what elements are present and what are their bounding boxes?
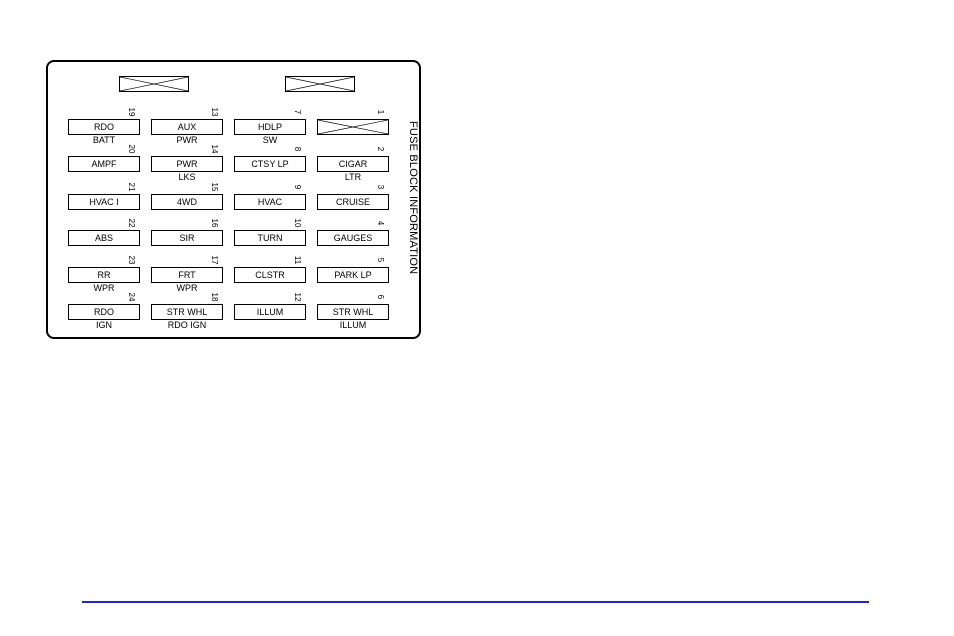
- fuse-label-8: CTSY LP: [251, 159, 289, 169]
- fuse-label-22: ABS: [94, 233, 113, 243]
- fuse-label-5: PARK LP: [334, 270, 372, 280]
- spare-fuse-top-left: [119, 76, 189, 92]
- fuse-box-6: [317, 304, 389, 320]
- fuse-label-7: HDLP: [257, 122, 282, 132]
- fuse-number-7: 7: [293, 109, 302, 115]
- fuse-number-4: 4: [376, 220, 385, 226]
- fuse-sublabel-14: LKS: [178, 172, 196, 182]
- fuse-number-14: 14: [210, 144, 219, 154]
- fuse-label-3: CRUISE: [335, 197, 370, 207]
- fuse-box-14: [151, 156, 223, 172]
- fuse-box-24: [68, 304, 140, 320]
- fuse-box-3: [317, 194, 389, 210]
- fuse-number-16: 16: [210, 218, 219, 228]
- fuse-number-15: 15: [210, 182, 219, 192]
- fuse-number-24: 24: [127, 292, 136, 302]
- fuse-box-19: [68, 119, 140, 135]
- fuse-label-2: CIGAR: [338, 159, 368, 169]
- crossed-box-icon: [318, 120, 388, 134]
- fuse-box-23: [68, 267, 140, 283]
- fuse-box-20: [68, 156, 140, 172]
- fuse-box-10: [234, 230, 306, 246]
- fuse-number-23: 23: [127, 255, 136, 265]
- fuse-number-6: 6: [376, 294, 385, 300]
- fuse-label-6: STR WHL: [332, 307, 374, 317]
- fuse-label-10: TURN: [257, 233, 283, 243]
- fuse-number-13: 13: [210, 107, 219, 117]
- fuse-number-3: 3: [376, 184, 385, 190]
- fuse-number-8: 8: [293, 146, 302, 152]
- diagram-title: FUSE BLOCK INFORMATION: [407, 121, 419, 275]
- fuse-sublabel-19: BATT: [92, 135, 116, 145]
- fuse-box-9: [234, 194, 306, 210]
- fuse-sublabel-24: IGN: [95, 320, 112, 330]
- fuse-number-21: 21: [127, 182, 136, 192]
- fuse-number-1: 1: [376, 109, 385, 115]
- fuse-sublabel-13: PWR: [176, 135, 198, 145]
- fuse-number-20: 20: [127, 144, 136, 154]
- fuse-label-24: RDO: [94, 307, 114, 317]
- fuse-box-2: [317, 156, 389, 172]
- fuse-number-2: 2: [376, 146, 385, 152]
- fuse-block-panel: [46, 60, 421, 339]
- fuse-label-11: CLSTR: [255, 270, 285, 280]
- fuse-label-12: ILLUM: [256, 307, 284, 317]
- page-rule: [82, 601, 869, 603]
- fuse-box-8: [234, 156, 306, 172]
- fuse-number-18: 18: [210, 292, 219, 302]
- fuse-sublabel-23: WPR: [93, 283, 115, 293]
- spare-fuse-top-right: [285, 76, 355, 92]
- fuse-box-15: [151, 194, 223, 210]
- fuse-label-4: GAUGES: [333, 233, 373, 243]
- fuse-label-15: 4WD: [177, 197, 197, 207]
- fuse-number-9: 9: [293, 184, 302, 190]
- fuse-box-18: [151, 304, 223, 320]
- fuse-label-21: HVAC I: [89, 197, 119, 207]
- fuse-box-13: [151, 119, 223, 135]
- fuse-number-11: 11: [293, 255, 302, 265]
- crossed-box-icon: [286, 77, 354, 91]
- fuse-number-22: 22: [127, 218, 136, 228]
- fuse-label-20: AMPF: [91, 159, 117, 169]
- fuse-sublabel-18: RDO IGN: [167, 320, 207, 330]
- fuse-label-13: AUX: [177, 122, 197, 132]
- fuse-number-5: 5: [376, 257, 385, 263]
- fuse-label-18: STR WHL: [166, 307, 208, 317]
- fuse-label-9: HVAC: [257, 197, 283, 207]
- fuse-number-17: 17: [210, 255, 219, 265]
- fuse-sublabel-6: ILLUM: [339, 320, 367, 330]
- fuse-number-10: 10: [293, 218, 302, 228]
- fuse-number-12: 12: [293, 292, 302, 302]
- fuse-box-22: [68, 230, 140, 246]
- fuse-label-19: RDO: [94, 122, 114, 132]
- fuse-label-14: PWR: [176, 159, 198, 169]
- fuse-sublabel-17: WPR: [176, 283, 198, 293]
- fuse-box-16: [151, 230, 223, 246]
- fuse-box-5: [317, 267, 389, 283]
- fuse-box-21: [68, 194, 140, 210]
- fuse-number-19: 19: [127, 107, 136, 117]
- fuse-label-16: SIR: [179, 233, 195, 243]
- fuse-box-12: [234, 304, 306, 320]
- fuse-label-17: FRT: [178, 270, 196, 280]
- fuse-label-23: RR: [97, 270, 111, 280]
- fuse-box-4: [317, 230, 389, 246]
- fuse-box-7: [234, 119, 306, 135]
- fuse-box-11: [234, 267, 306, 283]
- fuse-box-1: [317, 119, 389, 135]
- fuse-sublabel-2: LTR: [344, 172, 362, 182]
- fuse-sublabel-7: SW: [262, 135, 278, 145]
- crossed-box-icon: [120, 77, 188, 91]
- fuse-box-17: [151, 267, 223, 283]
